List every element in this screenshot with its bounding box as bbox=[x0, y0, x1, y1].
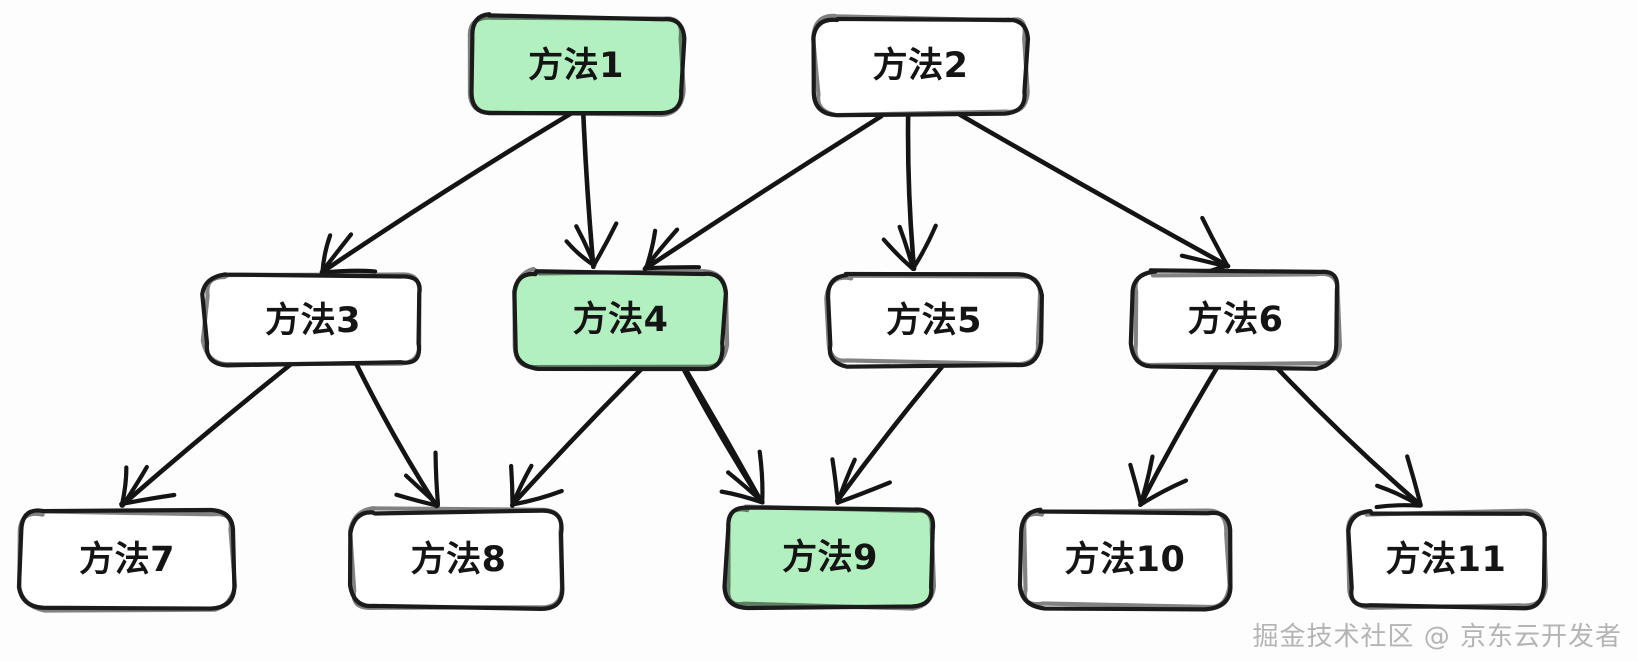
node-box-overstroke bbox=[726, 504, 937, 611]
node-box-overstroke bbox=[1345, 508, 1549, 610]
arrowhead-icon bbox=[910, 223, 938, 272]
edge-stroke bbox=[680, 364, 764, 504]
arrowhead-icon bbox=[119, 465, 129, 508]
edge-m2-to-m5 bbox=[881, 112, 938, 272]
arrowhead-icon bbox=[1374, 503, 1423, 510]
edge-m5-to-m9 bbox=[830, 362, 947, 506]
edge-stroke bbox=[1138, 363, 1221, 507]
arrowhead-icon bbox=[881, 237, 915, 271]
edge-m4-to-m9 bbox=[680, 363, 765, 505]
node-m3[interactable]: 方法3 bbox=[200, 272, 422, 368]
arrowhead-icon bbox=[509, 463, 515, 508]
edge-stroke bbox=[1272, 362, 1422, 507]
edge-m3-to-m7 bbox=[119, 362, 293, 508]
arrowhead-icon bbox=[564, 239, 597, 268]
arrowhead-icon bbox=[830, 457, 840, 505]
node-m6[interactable]: 方法6 bbox=[1128, 268, 1343, 371]
arrowhead-icon bbox=[433, 450, 441, 507]
node-box-overstroke bbox=[17, 509, 238, 613]
node-box-overstroke bbox=[811, 13, 1030, 118]
edge-m2-to-m4 bbox=[642, 114, 884, 272]
edge-m1-to-m4 bbox=[564, 111, 619, 270]
node-m4[interactable]: 方法4 bbox=[512, 266, 730, 372]
edge-stroke bbox=[510, 362, 648, 507]
node-m11[interactable]: 方法11 bbox=[1345, 508, 1549, 611]
node-label: 方法10 bbox=[1065, 540, 1186, 580]
arrowhead-icon bbox=[394, 492, 440, 508]
arrowhead-icon bbox=[120, 464, 149, 508]
arrowhead-icon bbox=[757, 449, 765, 504]
arrowhead-icon bbox=[643, 228, 658, 271]
arrowhead-icon bbox=[1138, 478, 1189, 507]
node-m8[interactable]: 方法8 bbox=[347, 506, 565, 611]
edge-stroke bbox=[905, 112, 917, 272]
edge-m1-to-m3 bbox=[319, 111, 573, 275]
node-label: 方法6 bbox=[1188, 300, 1284, 340]
edge-m2-to-m6 bbox=[957, 112, 1231, 280]
arrowhead-icon bbox=[320, 268, 378, 275]
arrowhead-icon bbox=[320, 233, 333, 275]
nodes-layer: 方法1 方法2 方法3 方法4 方法5 方法6 方法7 方法8 方法9 方法10 方法11 bbox=[16, 12, 1549, 613]
arrowhead-icon bbox=[1405, 454, 1423, 508]
arrowhead-icon bbox=[725, 470, 764, 504]
edge-stroke bbox=[957, 112, 1231, 269]
edge-stroke bbox=[642, 114, 884, 272]
arrowhead-icon bbox=[591, 221, 619, 269]
edge-m3-to-m8 bbox=[353, 360, 441, 509]
edge-stroke bbox=[581, 111, 596, 270]
arrowhead-icon bbox=[1200, 215, 1230, 268]
node-box-overstroke bbox=[824, 273, 1043, 367]
edge-stroke bbox=[319, 111, 573, 275]
edge-stroke bbox=[119, 362, 293, 508]
node-label: 方法2 bbox=[873, 46, 969, 86]
node-label: 方法9 bbox=[782, 538, 878, 578]
arrowhead-icon bbox=[897, 224, 915, 270]
arrowhead-icon bbox=[836, 480, 892, 505]
edge-stroke bbox=[353, 360, 439, 509]
node-label: 方法7 bbox=[79, 540, 175, 580]
node-label: 方法1 bbox=[528, 46, 624, 86]
arrowhead-icon bbox=[511, 488, 564, 507]
node-label: 方法11 bbox=[1386, 540, 1507, 580]
node-m10[interactable]: 方法10 bbox=[1017, 507, 1233, 612]
arrowhead-icon bbox=[719, 489, 765, 505]
node-label: 方法8 bbox=[411, 540, 507, 580]
node-label: 方法3 bbox=[265, 301, 361, 341]
node-label: 方法4 bbox=[573, 300, 669, 340]
arrowhead-icon bbox=[403, 473, 440, 507]
node-box-overstroke bbox=[200, 272, 422, 367]
node-m2[interactable]: 方法2 bbox=[811, 13, 1031, 118]
node-box-overstroke bbox=[467, 15, 686, 117]
edges-layer bbox=[119, 111, 1423, 510]
node-m7[interactable]: 方法7 bbox=[16, 507, 238, 613]
node-box-overstroke bbox=[347, 506, 564, 610]
arrowhead-icon bbox=[1128, 462, 1144, 507]
watermark-label: 掘金技术社区 @ 京东云开发者 bbox=[1252, 622, 1622, 652]
arrowhead-icon bbox=[574, 224, 597, 268]
node-m5[interactable]: 方法5 bbox=[824, 271, 1044, 369]
node-box-overstroke bbox=[1133, 269, 1343, 368]
arrowhead-icon bbox=[643, 265, 702, 271]
node-label: 方法5 bbox=[886, 301, 982, 341]
edge-m6-to-m10 bbox=[1128, 363, 1221, 508]
edge-stroke bbox=[834, 362, 947, 504]
node-box-overstroke bbox=[1022, 508, 1232, 610]
edge-m6-to-m11 bbox=[1272, 362, 1423, 510]
node-m9[interactable]: 方法9 bbox=[722, 504, 937, 611]
node-box-overstroke bbox=[512, 266, 730, 370]
node-m1[interactable]: 方法1 bbox=[467, 12, 687, 117]
edge-m4-to-m8 bbox=[509, 362, 648, 508]
